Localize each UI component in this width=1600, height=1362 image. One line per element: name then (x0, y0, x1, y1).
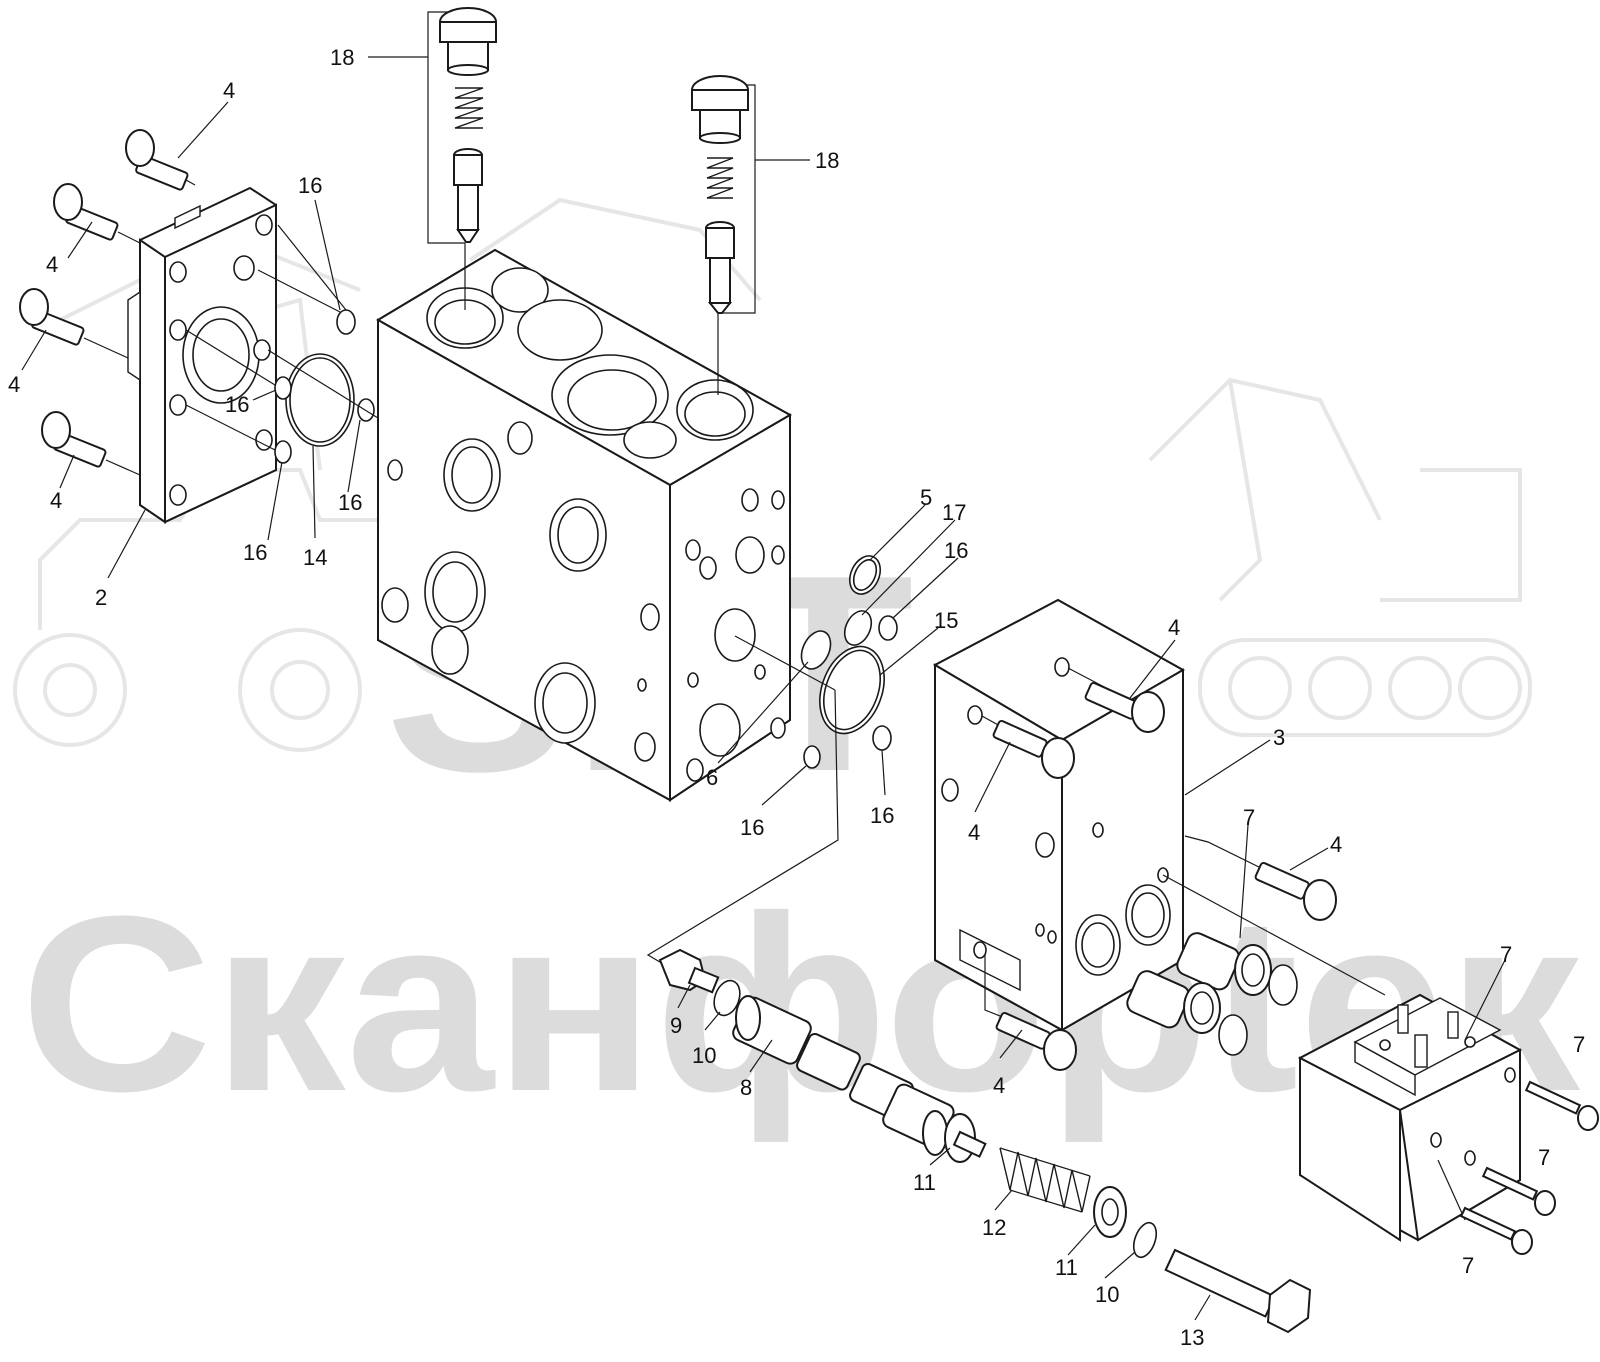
left-cap-screws (19, 129, 196, 476)
left-end-plate (127, 186, 277, 524)
callout-10: 10 (692, 1043, 716, 1068)
callout-3: 3 (1273, 725, 1285, 750)
callout-7: 7 (1462, 1253, 1474, 1278)
watermark-machinery-drawing (13, 197, 1532, 752)
callout-16: 16 (944, 538, 968, 563)
spring-seat-11a (944, 1113, 987, 1163)
cap-screw-8 (984, 955, 1077, 1071)
cap-screw-4 (41, 411, 141, 476)
relief-valve-right (691, 75, 756, 395)
callout-8: 8 (740, 1075, 752, 1100)
callout-16: 16 (338, 490, 362, 515)
right-end-block (932, 598, 1186, 1032)
callout-leaders (21, 56, 1506, 1321)
callout-4: 4 (223, 78, 235, 103)
cap-screw-5 (1067, 667, 1165, 733)
callout-16: 16 (298, 173, 322, 198)
hex-bolt-13 (1164, 1248, 1312, 1334)
valve-body (376, 248, 793, 802)
callout-6: 6 (706, 765, 718, 790)
spool-assembly (658, 948, 1312, 1334)
solenoid-connector-block (1297, 993, 1523, 1242)
screw-7a (1524, 1080, 1599, 1131)
cap-screw-3 (19, 288, 129, 359)
washer-10a (713, 979, 741, 1017)
callout-7: 7 (1538, 1145, 1550, 1170)
callout-7: 7 (1243, 805, 1255, 830)
callout-18: 18 (330, 45, 354, 70)
callout-14: 14 (303, 545, 327, 570)
callout-4: 4 (50, 488, 62, 513)
callout-11: 11 (913, 1170, 936, 1195)
left-plate-seals (185, 224, 379, 464)
seal-16c (274, 440, 292, 464)
callout-4: 4 (8, 372, 20, 397)
callout-16: 16 (243, 540, 267, 565)
callout-10: 10 (1095, 1282, 1119, 1307)
callout-4: 4 (1330, 832, 1342, 857)
callout-4: 4 (46, 252, 58, 277)
callout-16: 16 (870, 803, 894, 828)
callout-labels: 18 18 4 4 4 4 16 16 16 16 14 2 5 17 16 1… (8, 45, 1585, 1350)
screw-7c (1459, 1206, 1533, 1255)
connector-screws (1459, 1080, 1599, 1255)
callout-16: 16 (740, 815, 764, 840)
callout-5: 5 (920, 485, 932, 510)
callout-18: 18 (815, 148, 839, 173)
callout-11: 11 (1055, 1255, 1078, 1280)
callout-7: 7 (1500, 942, 1512, 967)
hex-bolt-9 (658, 948, 720, 994)
cap-screw-1 (125, 129, 196, 191)
seal-16b (274, 376, 292, 400)
callout-7: 7 (1573, 1032, 1585, 1057)
callout-13: 13 (1180, 1325, 1204, 1350)
spool-8 (732, 995, 955, 1156)
callout-16: 16 (225, 392, 249, 417)
callout-4: 4 (1168, 615, 1180, 640)
callout-4: 4 (993, 1073, 1005, 1098)
washer-10b (1132, 1221, 1158, 1259)
middle-seals (646, 555, 898, 966)
callout-9: 9 (670, 1013, 682, 1038)
callout-12: 12 (982, 1215, 1006, 1240)
cap-screw-2 (53, 183, 141, 244)
spring-12 (999, 1147, 1091, 1213)
solenoid-cartridges (1126, 874, 1386, 1056)
seal-16a (336, 309, 356, 335)
callout-15: 15 (934, 608, 958, 633)
callout-17: 17 (942, 500, 966, 525)
cap-screw-6 (981, 715, 1075, 779)
relief-valve-left (427, 7, 497, 310)
callout-4: 4 (968, 820, 980, 845)
right-block-cap-screws (981, 667, 1337, 1071)
screw-7b (1481, 1166, 1556, 1216)
callout-2: 2 (95, 585, 107, 610)
